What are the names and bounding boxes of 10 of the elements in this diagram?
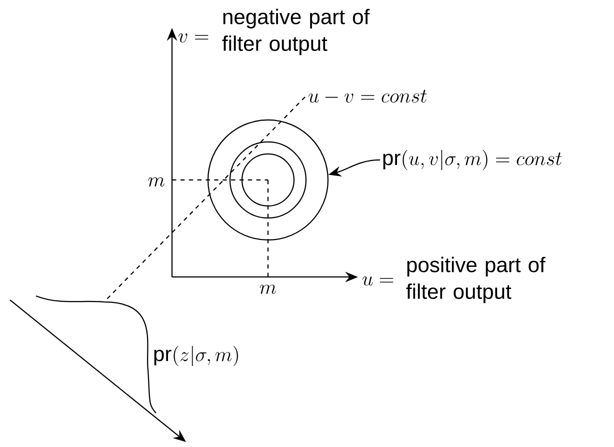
tick-label: $m$ bbox=[260, 284, 276, 294]
axis-label: positive part of filter output bbox=[406, 256, 546, 304]
axis-label: $u=$ bbox=[362, 276, 394, 286]
curve-label: $\mathrm{pr}(z|\sigma,m)$ bbox=[154, 346, 238, 366]
contour-circle bbox=[207, 119, 329, 241]
formula-label: $\mathrm{pr}(u,v|\sigma,m)=const$ bbox=[383, 150, 562, 170]
axis-label: $v=$ bbox=[178, 33, 208, 43]
tick-label: $m$ bbox=[148, 177, 164, 187]
axis-label: negative part of filter output bbox=[222, 8, 370, 56]
line-label: $u-v=const$ bbox=[308, 90, 427, 103]
